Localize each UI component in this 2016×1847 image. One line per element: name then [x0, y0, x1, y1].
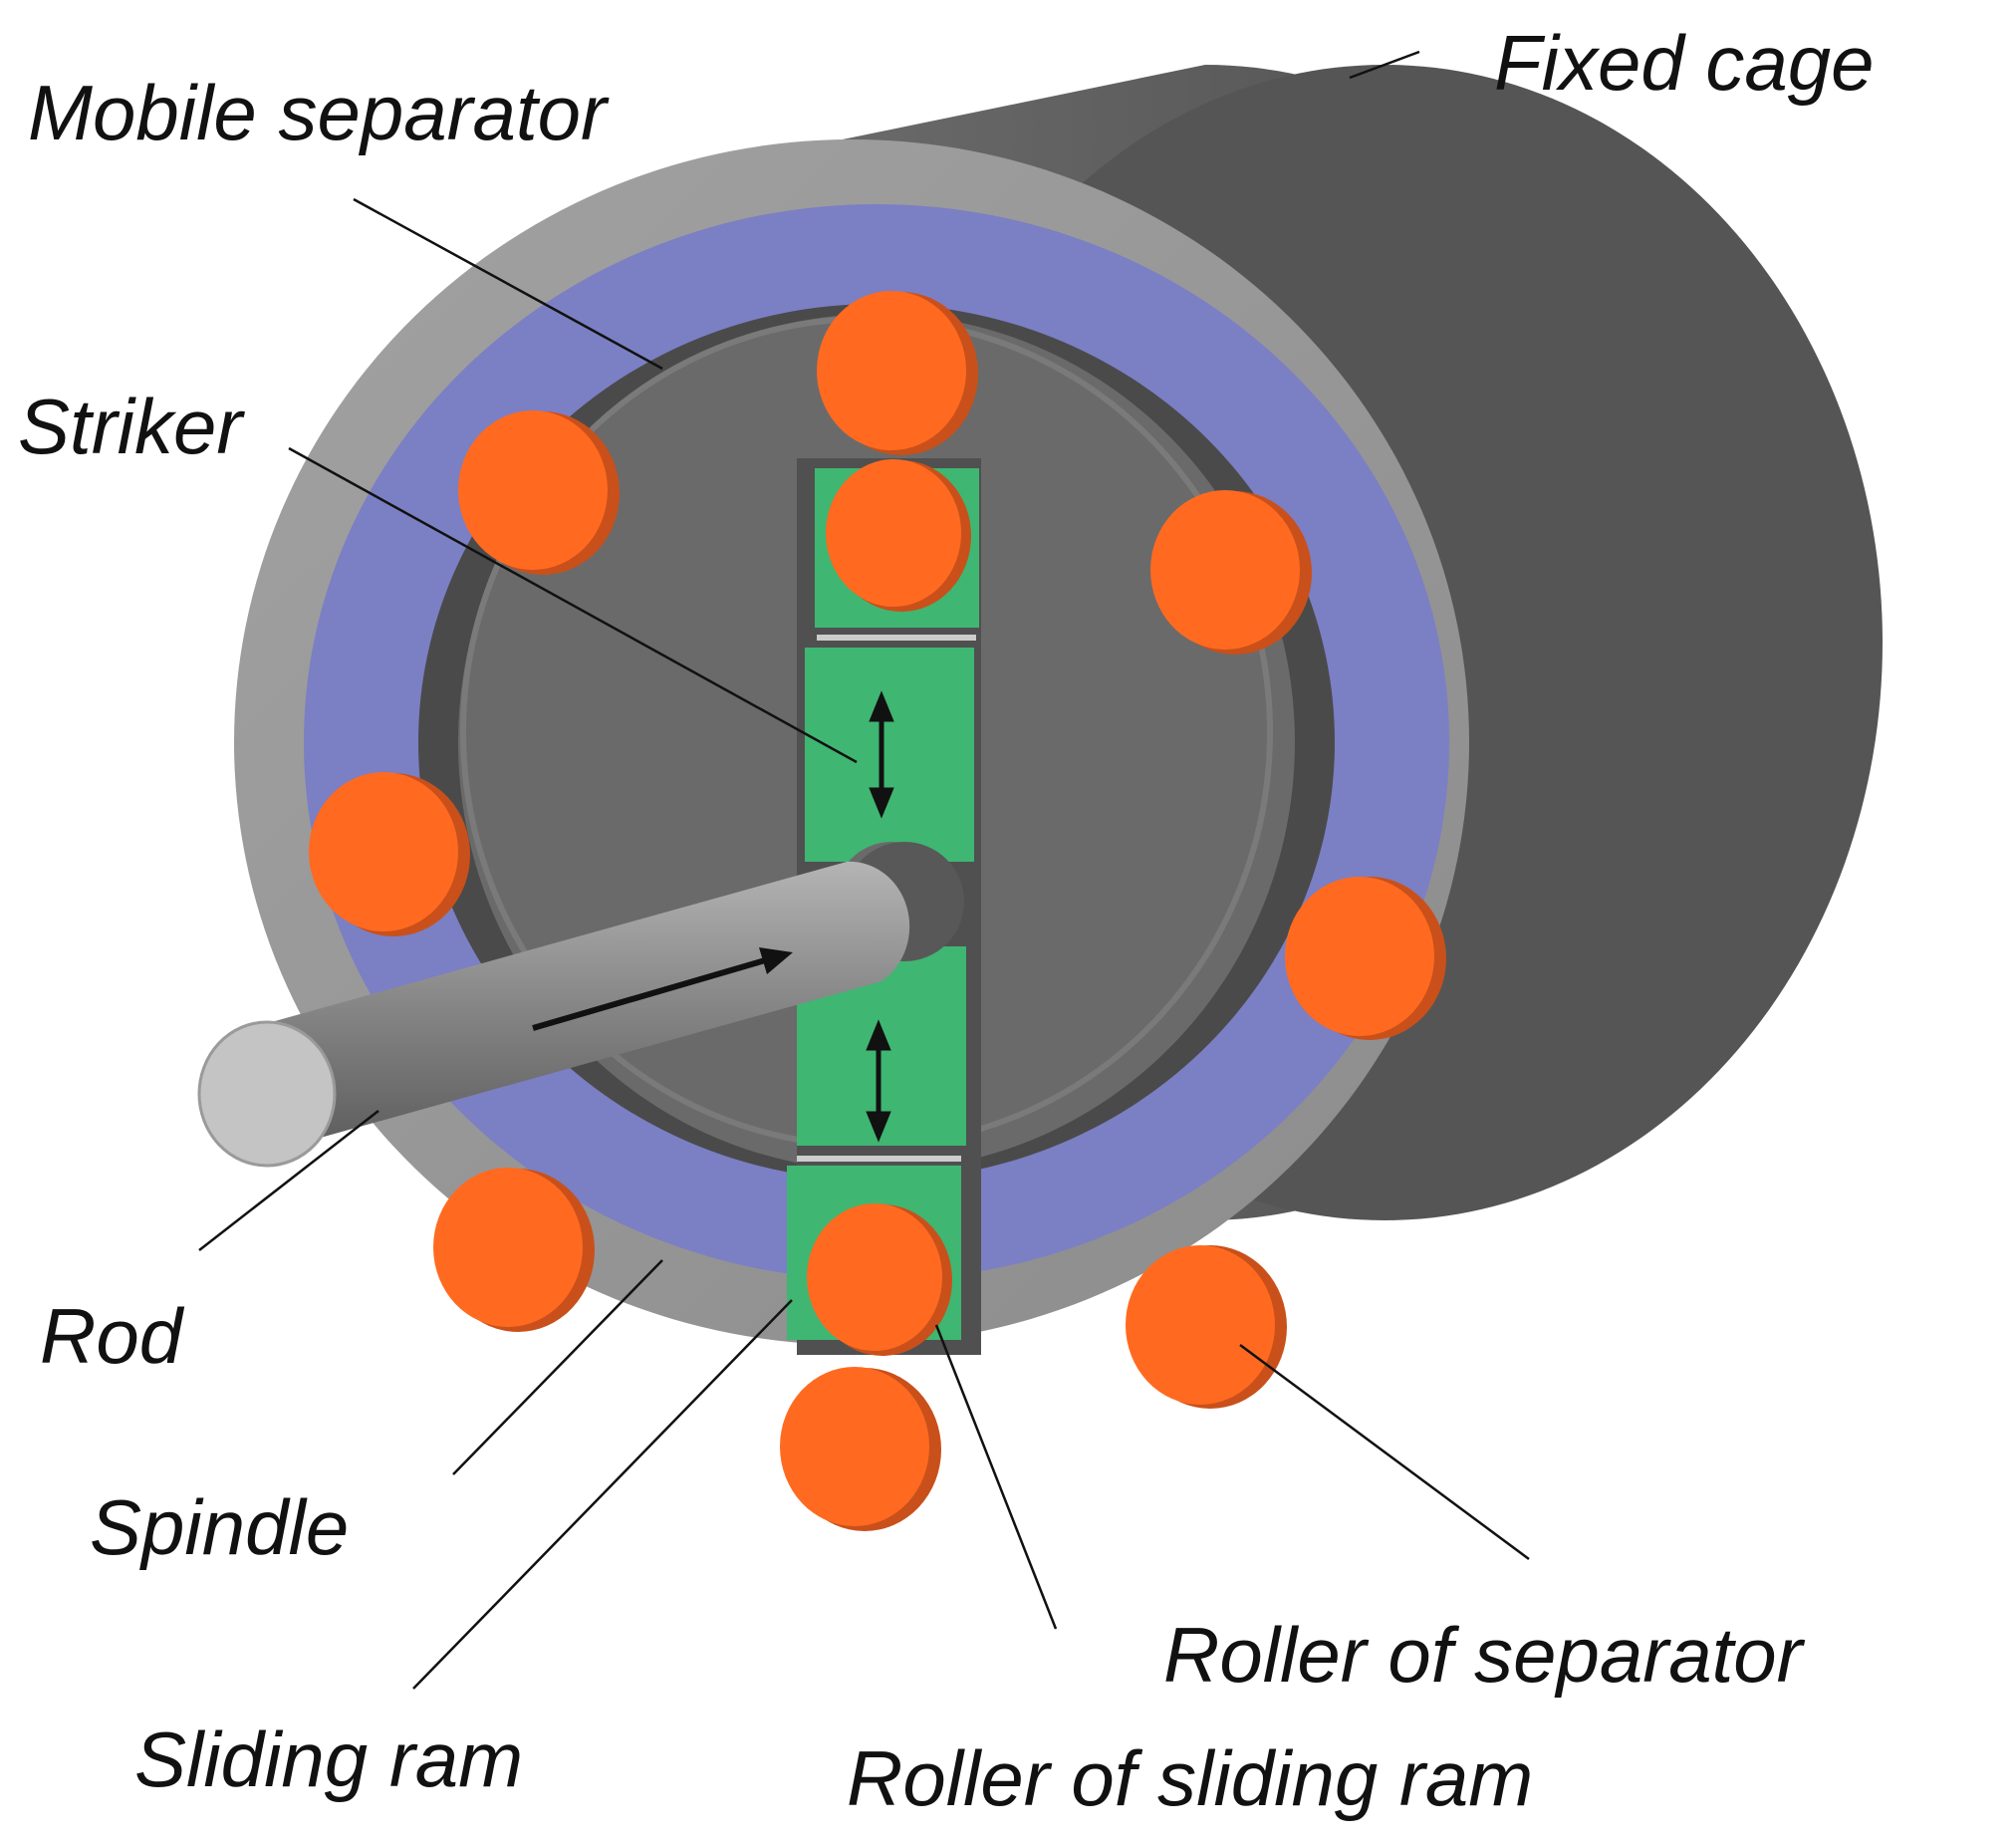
leader-roller-of-sliding-ram [934, 1324, 1058, 1630]
roller-separator-bottom [780, 1367, 941, 1531]
roller-ram-top [826, 459, 971, 612]
leader-roller-of-separator [1239, 1343, 1530, 1561]
label-roller-of-separator: Roller of separator [1163, 1611, 1806, 1699]
roller-separator-lower-left [433, 1168, 595, 1332]
ram-striker-upper [805, 648, 974, 862]
double-arrow-vertical-icon [866, 690, 894, 1143]
label-mobile-separator: Mobile separator [28, 69, 610, 156]
rod-body [239, 861, 910, 1151]
roller-separator-upper-left [458, 410, 620, 575]
roller-separator-lower-right [1126, 1245, 1287, 1409]
roller-ram-bottom [807, 1203, 952, 1356]
label-roller-of-sliding-ram: Roller of sliding ram [847, 1734, 1533, 1822]
leader-rod [198, 1110, 379, 1251]
label-sliding-ram: Sliding ram [134, 1715, 523, 1803]
leader-fixed-cage [1349, 50, 1420, 80]
rod [197, 861, 910, 1168]
label-fixed-cage: Fixed cage [1494, 19, 1875, 107]
roller-separator-right [1285, 877, 1446, 1040]
leader-sliding-ram [412, 1299, 793, 1690]
label-striker: Striker [18, 383, 245, 470]
rod-end-face [197, 1020, 337, 1168]
roller-separator-upper-right [1150, 490, 1312, 655]
label-spindle: Spindle [90, 1483, 349, 1571]
leader-lines [198, 50, 1530, 1690]
arrow-right-icon [532, 947, 793, 1031]
roller-separator-top [817, 291, 978, 455]
leader-mobile-separator [353, 197, 663, 371]
rollers-of-sliding-ram [807, 459, 971, 1356]
roller-separator-left [309, 772, 470, 936]
label-rod: Rod [40, 1292, 185, 1380]
leader-spindle [452, 1259, 663, 1475]
rollers-of-separator [309, 291, 1446, 1531]
leader-striker [288, 446, 858, 764]
